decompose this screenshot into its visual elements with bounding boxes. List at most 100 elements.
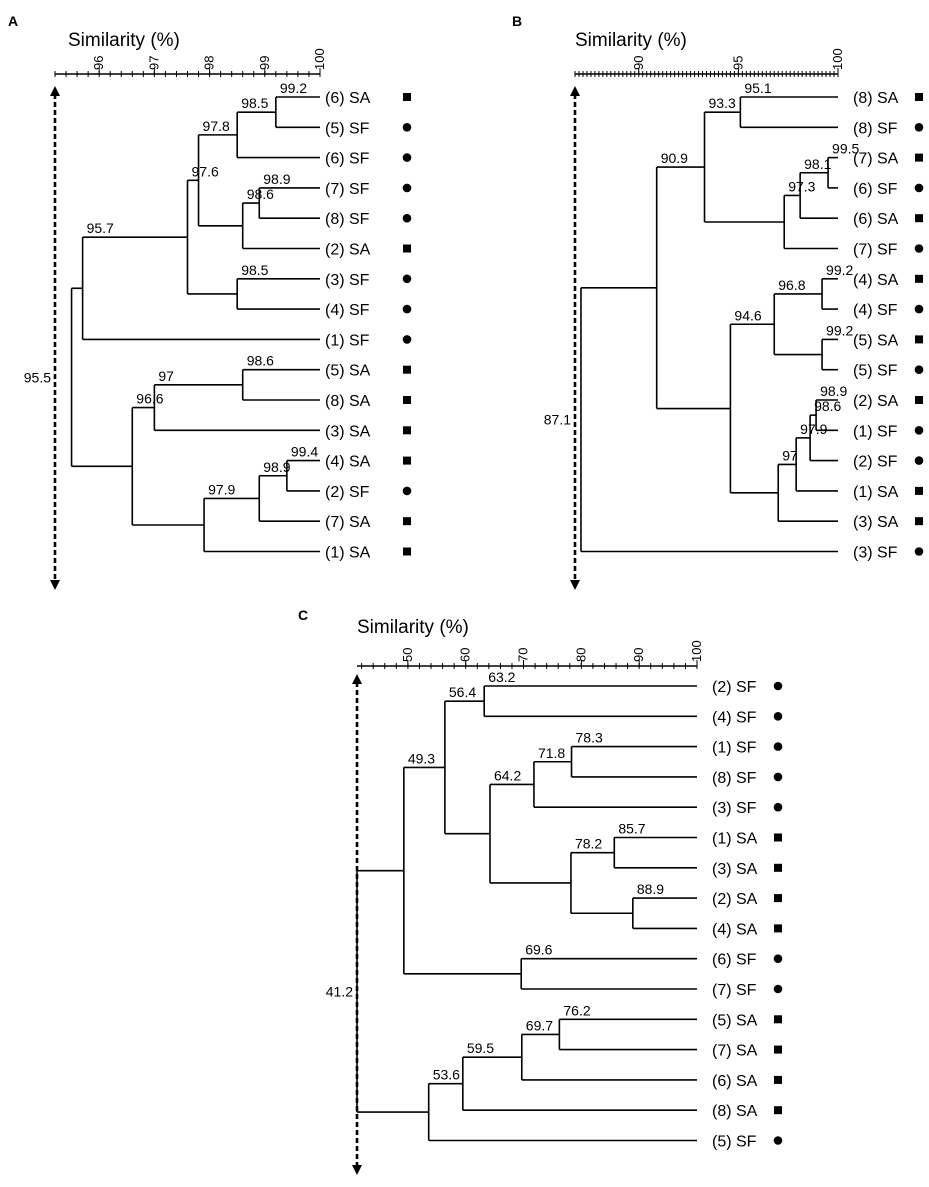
node-similarity-label: 98.9 — [820, 383, 847, 399]
node-similarity-label: 78.3 — [576, 730, 603, 746]
leaf-label: (6) SA — [325, 90, 371, 107]
circle-marker-icon — [773, 802, 783, 812]
tick-label: 60 — [458, 648, 473, 662]
leaf-label: (2) SA — [325, 242, 371, 259]
node-similarity-label: 49.3 — [408, 750, 435, 766]
leaf-label: (2) SF — [853, 454, 898, 471]
leaf-label: (7) SA — [853, 151, 899, 168]
leaf-label: (4) SF — [325, 302, 370, 319]
node-similarity-label: 69.6 — [525, 942, 552, 958]
leaf-label: (6) SF — [712, 952, 757, 969]
node-similarity-label: 98.6 — [814, 398, 841, 414]
node-similarity-label: 71.8 — [538, 745, 565, 761]
node-similarity-label: 98.5 — [241, 262, 268, 278]
square-marker-icon — [774, 833, 782, 842]
arrow-down-icon — [50, 580, 60, 590]
circle-marker-icon — [773, 1136, 783, 1145]
leaf-label: (8) SF — [325, 211, 370, 228]
tick-label: 100 — [830, 48, 845, 70]
square-marker-icon — [403, 426, 411, 435]
square-marker-icon — [915, 93, 923, 101]
square-marker-icon — [774, 924, 782, 933]
leaf-label: (3) SF — [853, 545, 898, 562]
panel-label: B — [512, 13, 522, 29]
tick-label: 98 — [202, 56, 217, 70]
leaf-label: (6) SF — [325, 151, 370, 168]
leaf-label: (2) SA — [853, 393, 899, 410]
node-similarity-label: 98.5 — [241, 95, 268, 111]
square-marker-icon — [403, 547, 411, 556]
leaf-label: (8) SA — [325, 393, 371, 410]
circle-marker-icon — [402, 335, 412, 344]
leaf-label: (7) SF — [712, 982, 757, 999]
leaf-label: (4) SF — [712, 709, 757, 726]
node-similarity-label: 97.9 — [208, 481, 235, 497]
panel-label: A — [8, 13, 18, 29]
leaf-label: (4) SA — [325, 454, 371, 471]
leaf-label: (6) SA — [712, 1073, 758, 1090]
leaf-label: (3) SA — [712, 861, 758, 878]
leaf-label: (5) SF — [325, 120, 370, 137]
square-marker-icon — [403, 517, 411, 526]
circle-marker-icon — [402, 304, 412, 314]
node-similarity-label: 64.2 — [494, 767, 521, 783]
node-similarity-label: 99.4 — [291, 444, 318, 460]
leaf-label: (4) SA — [712, 921, 758, 938]
square-marker-icon — [774, 1015, 782, 1024]
circle-marker-icon — [773, 984, 783, 994]
circle-marker-icon — [773, 954, 783, 963]
leaf-label: (4) SA — [853, 272, 899, 289]
circle-marker-icon — [402, 123, 412, 132]
tick-label: 80 — [573, 648, 588, 662]
node-similarity-label: 56.4 — [449, 684, 476, 700]
leaf-label: (3) SF — [712, 800, 757, 817]
node-similarity-label: 99.2 — [826, 322, 853, 338]
node-similarity-label: 53.6 — [433, 1067, 460, 1083]
leaf-label: (1) SF — [712, 740, 757, 757]
square-marker-icon — [774, 1045, 782, 1054]
square-marker-icon — [403, 396, 411, 404]
tick-label: 99 — [257, 56, 272, 70]
circle-marker-icon — [402, 183, 412, 193]
leaf-label: (6) SA — [853, 211, 899, 228]
node-similarity-label: 98.9 — [263, 459, 290, 475]
circle-marker-icon — [914, 365, 924, 375]
tick-label: 70 — [516, 648, 531, 662]
leaf-label: (3) SA — [853, 514, 899, 531]
circle-marker-icon — [773, 772, 783, 782]
square-marker-icon — [915, 396, 923, 404]
leaf-label: (8) SF — [712, 770, 757, 787]
circle-marker-icon — [914, 183, 924, 193]
node-similarity-label: 76.2 — [563, 1002, 590, 1018]
leaf-label: (3) SF — [325, 272, 370, 289]
arrow-down-icon — [570, 580, 580, 590]
circle-marker-icon — [914, 244, 924, 253]
leaf-label: (4) SF — [853, 302, 898, 319]
square-marker-icon — [915, 486, 923, 495]
square-marker-icon — [774, 1075, 782, 1084]
circle-marker-icon — [773, 742, 783, 751]
leaf-label: (7) SA — [325, 514, 371, 531]
square-marker-icon — [915, 274, 923, 283]
node-similarity-label: 88.9 — [637, 881, 664, 897]
leaf-label: (5) SA — [712, 1012, 758, 1029]
square-marker-icon — [774, 1106, 782, 1115]
leaf-label: (3) SA — [325, 423, 371, 440]
tick-label: 100 — [312, 48, 327, 70]
arrow-down-icon — [352, 1165, 362, 1175]
node-similarity-label: 98.1 — [804, 156, 831, 172]
square-marker-icon — [403, 365, 411, 374]
node-similarity-label: 99.2 — [280, 80, 307, 96]
arrow-up-icon — [352, 674, 362, 684]
leaf-label: (8) SF — [853, 120, 898, 137]
circle-marker-icon — [914, 456, 924, 465]
leaf-label: (5) SF — [853, 363, 898, 380]
node-similarity-label: 85.7 — [618, 821, 645, 837]
circle-marker-icon — [402, 153, 412, 162]
square-marker-icon — [403, 456, 411, 465]
leaf-label: (2) SA — [712, 891, 758, 908]
node-similarity-label: 97.8 — [203, 118, 230, 134]
